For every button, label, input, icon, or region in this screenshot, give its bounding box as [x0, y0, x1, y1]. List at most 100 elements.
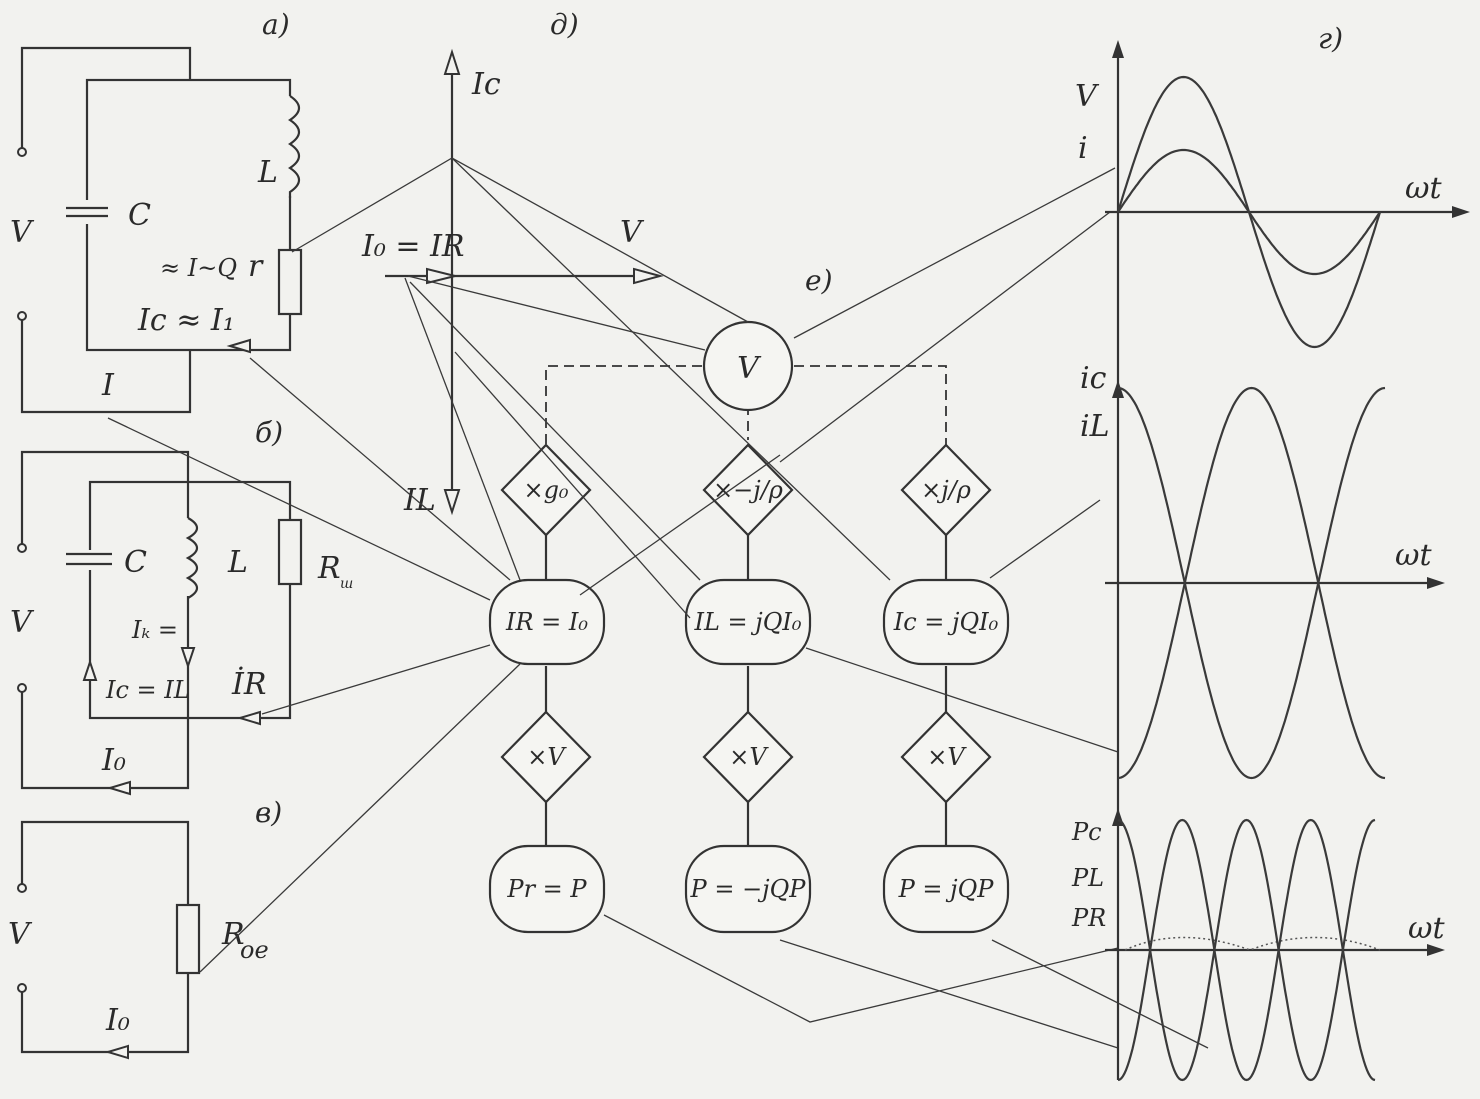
wave-bot-x-label: ωt: [1408, 911, 1445, 946]
circuit-a-inductor-label: L: [257, 155, 278, 190]
circuit-b-supply-current: I₀: [101, 743, 126, 778]
circuit-b-inductor: [185, 517, 199, 599]
circuit-v: V R oe I₀: [8, 820, 269, 1060]
leader-ir-to-circuit-b: [261, 644, 491, 715]
wave-top-time-arrowhead: [1452, 206, 1470, 218]
circuit-b: V C L R ш Iₖ = Ic = IL İR I₀: [10, 450, 353, 796]
wave-mid-label-il: iL: [1080, 409, 1110, 444]
circuit-v-voltage-label: V: [8, 917, 33, 952]
circuit-b-current-eq: Ic = IL: [105, 676, 190, 704]
panel-label-b: б): [255, 416, 283, 449]
flow-mul-pos-j-label: ×j/ρ: [921, 476, 971, 504]
wave-bot-label-pc: Pc: [1071, 818, 1102, 846]
flow-current-l-label: IL = jQI₀: [693, 608, 801, 636]
phasor-ic-label: Ic: [471, 67, 501, 102]
circuit-a-voltage-label: V: [10, 215, 35, 250]
flow-power-c-label: P = jQP: [898, 875, 995, 903]
circuit-v-resistor-label: R: [221, 917, 245, 952]
circuit-b-current-k: Iₖ =: [131, 616, 178, 644]
phasor-i0-label: I₀ = IR: [361, 229, 465, 264]
wave-bot-pc: [1117, 818, 1376, 1082]
phasor-diagram: Ic IL V I₀ = IR: [361, 48, 664, 518]
leader-axis-to-il: [454, 351, 691, 619]
circuit-v-terminal-top: [17, 883, 27, 893]
flow-current-c-node: [882, 578, 1010, 666]
flow-power-r-label: Pr = P: [506, 875, 587, 903]
circuit-b-top-wire: [20, 450, 190, 545]
phasor-il-arrowhead: [443, 489, 461, 516]
leader-a-to-ir: [249, 357, 511, 581]
flow-mul-v-3-label: ×V: [927, 743, 967, 771]
circuit-b-resistor: [277, 518, 303, 586]
flow-current-r-label: IR = I₀: [505, 608, 588, 636]
circuit-a-current-arrow: [226, 338, 251, 354]
circuit-b-current-r: İR: [231, 666, 266, 702]
flow-mul-neg-j-diamond: [702, 443, 794, 537]
leader-pc-to-power-wave: [991, 939, 1209, 1049]
circuit-a-resistor: [277, 248, 303, 316]
circuit-a: V C L r ≈ I~Q Ic ≈ I₁ I: [10, 46, 303, 414]
circuit-b-i0-arrow: [106, 780, 131, 796]
circuit-v-resistor-sub: oe: [240, 936, 269, 964]
wave-top-current: [1117, 148, 1381, 276]
circuit-a-inductor: [288, 95, 301, 198]
leader-a-current-to-ir: [107, 417, 491, 601]
panel-label-g: г): [1318, 22, 1343, 55]
flow-dash-left: [545, 365, 702, 445]
wave-mid-label-ic: ic: [1080, 361, 1107, 396]
flow-diagram: V ×g₀ ×−j/ρ ×j/ρ IR = I₀ IL = jQI₀ Ic = …: [488, 320, 1010, 934]
wave-bot-label-pr: PR: [1071, 904, 1106, 932]
flow-power-l-label: P = −jQP: [690, 875, 807, 903]
circuit-b-inductor-label: L: [227, 545, 248, 580]
circuit-v-resistor: [175, 903, 201, 975]
phasor-ic-arrowhead: [443, 48, 461, 75]
circuit-b-bottom-wire: [20, 690, 190, 790]
flow-mul-v-3-diamond: [900, 710, 992, 804]
wave-bot-pl: [1117, 818, 1376, 1082]
flow-mul-pos-j-diamond: [900, 443, 992, 537]
leader-pr-to-power-wave: [603, 914, 1119, 1023]
circuit-b-terminal-bottom: [17, 683, 27, 693]
circuit-a-bottom-wire: [20, 318, 192, 414]
circuit-a-supply-current: I: [101, 368, 115, 403]
leader-ir-to-circuit-v: [199, 663, 521, 973]
leader-source-to-phasor: [407, 275, 706, 351]
circuit-b-loop: [88, 480, 292, 720]
circuit-v-terminal-bottom: [17, 983, 27, 993]
circuit-b-ic-arrow: [82, 658, 98, 681]
flow-current-c-label: Ic = jQI₀: [893, 608, 999, 636]
wave-mid-ic: [1117, 386, 1386, 780]
circuit-v-current-label: I₀: [105, 1003, 130, 1038]
circuit-b-il-arrow: [180, 647, 196, 670]
waveform-panel: V i ωt ic iL ωt Pc PL PR ωt: [1071, 40, 1470, 1082]
wave-mid-il: [1117, 386, 1386, 780]
flow-mul-g-label: ×g₀: [523, 476, 568, 504]
phasor-i0-arrowhead: [426, 267, 456, 285]
leader-il-to-wave: [805, 647, 1119, 753]
circuit-b-voltage-label: V: [10, 605, 35, 640]
wave-top-label-i: i: [1078, 131, 1088, 166]
flow-current-r-node: [488, 578, 606, 666]
leader-negj-to-wave: [779, 211, 1111, 463]
flow-mul-v-2-label: ×V: [729, 743, 769, 771]
phasor-v-label: V: [620, 215, 645, 250]
circuit-a-cap-gap: [66, 200, 108, 224]
flow-mul-neg-j-label: ×−j/ρ: [713, 476, 783, 504]
circuit-a-capacitor-label: C: [128, 198, 151, 233]
wave-bot-time-arrowhead: [1427, 944, 1445, 956]
flow-dash-right: [794, 365, 947, 445]
circuit-b-capacitor-label: C: [124, 545, 147, 580]
circuit-b-resistor-label: R: [317, 551, 341, 586]
panel-label-e: е): [805, 264, 833, 297]
wave-axis-arrowhead-top: [1112, 40, 1124, 58]
circuit-a-terminal-top: [17, 147, 27, 157]
leader-a-to-source: [291, 157, 749, 323]
leader-source-to-wave: [793, 167, 1116, 339]
leader-i0-to-il: [409, 281, 701, 581]
leader-i0-to-ir: [404, 277, 521, 581]
flow-mul-v-1-diamond: [500, 710, 592, 804]
panel-label-d: д): [550, 8, 579, 41]
phasor-v-arrowhead: [633, 267, 664, 285]
wave-mid-time-arrowhead: [1427, 577, 1445, 589]
panel-label-a: a): [262, 8, 290, 41]
